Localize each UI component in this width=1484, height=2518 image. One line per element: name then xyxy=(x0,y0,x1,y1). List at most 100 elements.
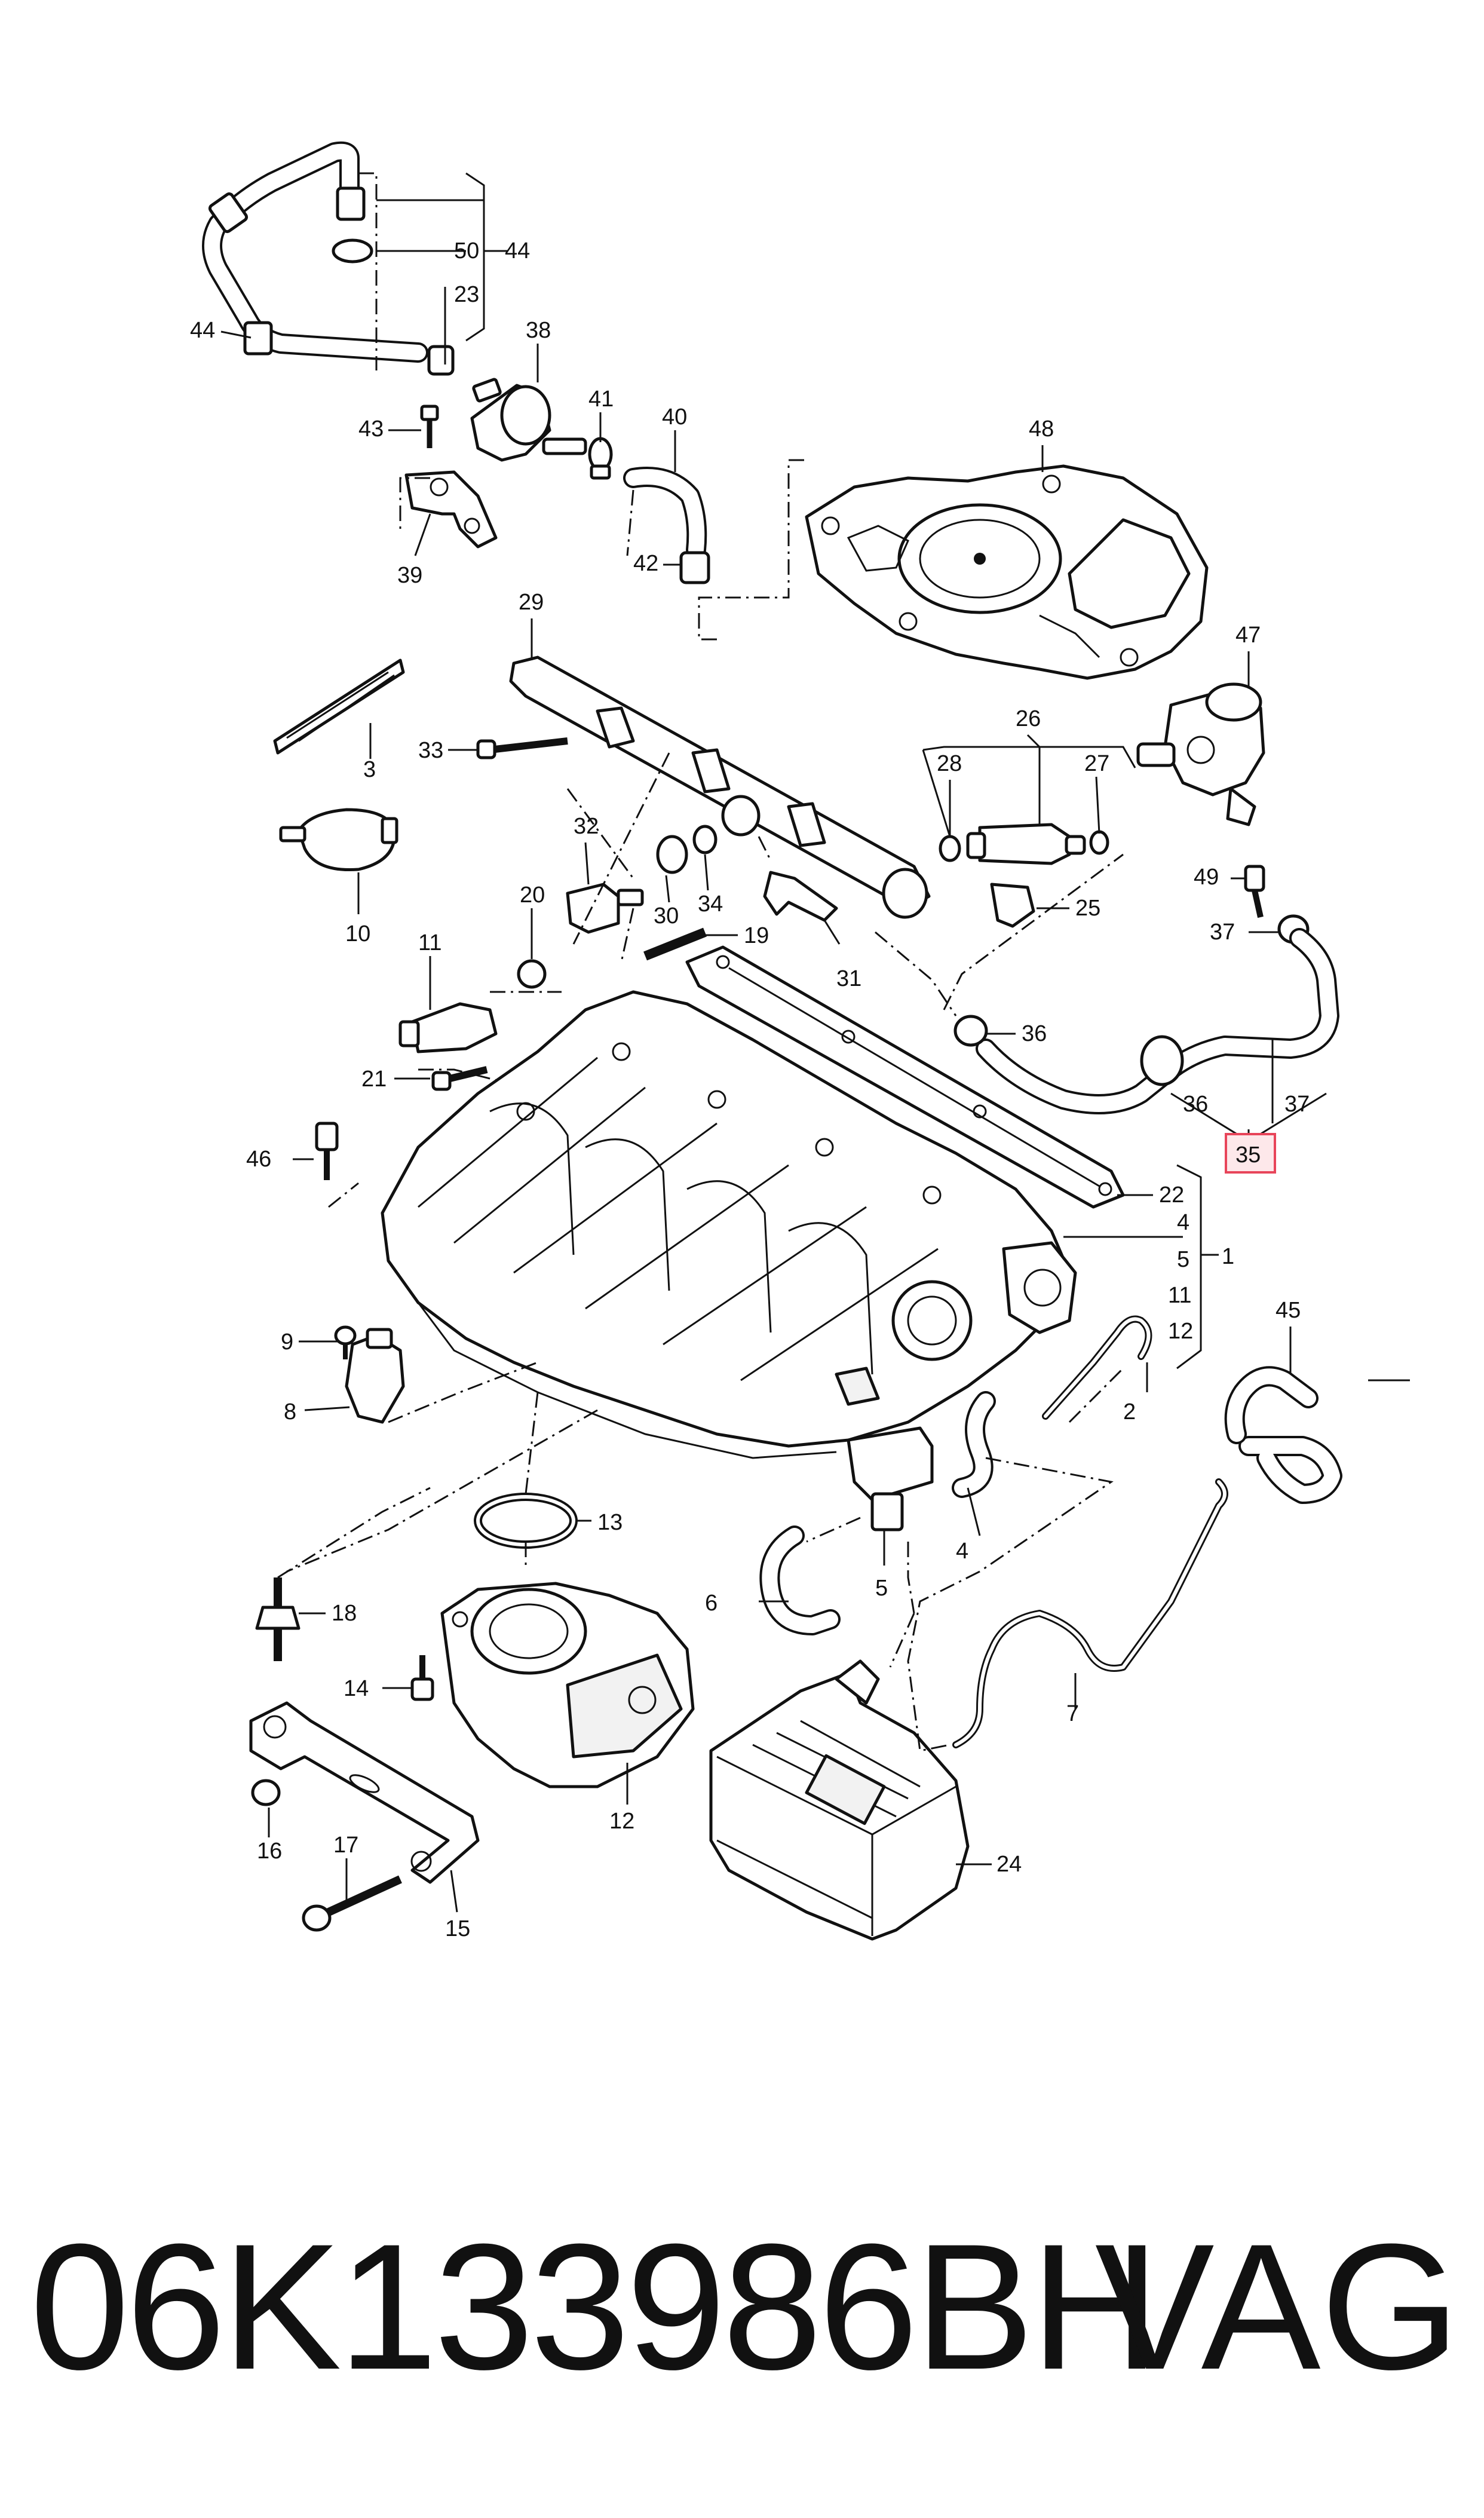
callout-30: 30 xyxy=(654,903,679,929)
callout-8: 8 xyxy=(284,1399,296,1425)
callout-27: 27 xyxy=(1084,751,1109,776)
stud-19 xyxy=(643,927,707,961)
hose-6 xyxy=(759,1525,841,1635)
callout-12: 12 xyxy=(609,1809,634,1834)
clip-41 xyxy=(588,437,613,480)
sensor-32 xyxy=(566,883,644,934)
callout-15: 15 xyxy=(445,1916,470,1941)
hose-45 xyxy=(1224,1366,1342,1504)
callout-11: 11 xyxy=(418,930,441,955)
callout-42: 42 xyxy=(633,551,658,576)
callout-40: 40 xyxy=(662,405,687,430)
filter-housing-24 xyxy=(709,1659,970,1941)
callout-18: 18 xyxy=(332,1601,357,1626)
callout-17: 17 xyxy=(333,1833,358,1858)
callout-34: 34 xyxy=(698,892,723,917)
intake-manifold-1 xyxy=(381,990,1077,1459)
sensor-11 xyxy=(398,1002,498,1053)
callout-20: 20 xyxy=(520,883,545,908)
bolt-17 xyxy=(302,1875,402,1932)
nut-20 xyxy=(517,959,547,989)
leader-lines xyxy=(220,172,1410,1913)
callout-6: 6 xyxy=(705,1591,718,1616)
bolt-18 xyxy=(255,1577,301,1661)
wire-7 xyxy=(952,1478,1228,1748)
screw-43 xyxy=(420,405,439,448)
bracket-15 xyxy=(249,1701,480,1884)
nut-16 xyxy=(251,1779,281,1806)
o-ring-13 xyxy=(474,1493,578,1549)
callout-41: 41 xyxy=(588,387,614,412)
seal-27 xyxy=(1089,830,1109,855)
callout-14: 14 xyxy=(344,1676,369,1701)
callout-1: 1 xyxy=(1222,1244,1234,1269)
callout-3: 3 xyxy=(363,757,376,782)
callout-50: 50 xyxy=(454,238,479,264)
cover-48 xyxy=(805,464,1209,680)
seal-30 xyxy=(656,835,688,874)
callout-38: 38 xyxy=(526,318,551,343)
callout-24: 24 xyxy=(997,1852,1022,1877)
callout-32: 32 xyxy=(574,814,599,839)
callout-5: 5 xyxy=(875,1576,888,1601)
screw-33 xyxy=(476,737,568,759)
fitting-49 xyxy=(1244,865,1265,918)
hose-44-assembly xyxy=(202,141,455,376)
callout-49: 49 xyxy=(1194,865,1219,890)
callout-16: 16 xyxy=(257,1839,282,1864)
valve-38 xyxy=(470,378,587,462)
callout-25: 25 xyxy=(1075,896,1100,921)
sensor-8 xyxy=(345,1328,405,1424)
callout-11: 11 xyxy=(1168,1283,1191,1308)
callout-4: 4 xyxy=(1177,1210,1189,1235)
screw-9 xyxy=(334,1325,357,1359)
callout-47: 47 xyxy=(1235,623,1261,648)
callout-5: 5 xyxy=(1177,1247,1189,1272)
callout-36: 36 xyxy=(1183,1092,1208,1117)
throttle-body-12 xyxy=(440,1582,695,1788)
callout-4: 4 xyxy=(956,1539,968,1564)
callout-43: 43 xyxy=(358,416,384,442)
brand-name: VAG xyxy=(1094,2206,1460,2407)
injector-26 xyxy=(966,823,1086,865)
clip-25 xyxy=(990,883,1035,928)
highlight-box-35 xyxy=(1225,1133,1276,1174)
reference-lines xyxy=(277,172,1124,1752)
callout-19: 19 xyxy=(744,923,769,948)
sensor-46 xyxy=(315,1122,339,1180)
callout-33: 33 xyxy=(418,738,443,763)
strip-3 xyxy=(273,658,405,755)
callout-10: 10 xyxy=(345,921,370,946)
callout-23: 23 xyxy=(454,282,479,307)
callout-2: 2 xyxy=(1123,1399,1136,1425)
callout-9: 9 xyxy=(281,1330,293,1355)
screw-14 xyxy=(410,1655,434,1701)
pump-47 xyxy=(1136,682,1265,826)
callout-39: 39 xyxy=(397,563,422,588)
callout-28: 28 xyxy=(937,751,962,776)
valve-5 xyxy=(847,1426,934,1531)
ring-28 xyxy=(939,835,961,862)
callout-37: 37 xyxy=(1284,1092,1310,1117)
callout-44: 44 xyxy=(505,238,530,264)
hose-40 xyxy=(623,467,710,584)
clip-31 xyxy=(763,871,838,922)
callout-35: 35 xyxy=(1235,1142,1261,1168)
callout-labels: 44 50 23 44 38 41 40 43 42 39 48 29 47 2… xyxy=(190,238,1310,1941)
fuel-line-35 xyxy=(953,928,1339,1114)
callout-46: 46 xyxy=(246,1147,271,1172)
wire-2 xyxy=(1042,1315,1152,1420)
callout-36: 36 xyxy=(1022,1021,1047,1046)
callout-29: 29 xyxy=(519,590,544,615)
screw-21 xyxy=(431,1066,488,1091)
fuel-rail-29 xyxy=(509,655,931,919)
part-number: 06K133986BH xyxy=(30,2206,1160,2407)
callout-37: 37 xyxy=(1210,920,1235,945)
callout-22: 22 xyxy=(1159,1183,1184,1208)
callout-31: 31 xyxy=(836,966,861,991)
clamp-10 xyxy=(279,808,398,872)
callout-13: 13 xyxy=(597,1510,623,1535)
hose-4 xyxy=(952,1391,996,1498)
ring-34 xyxy=(692,825,718,854)
